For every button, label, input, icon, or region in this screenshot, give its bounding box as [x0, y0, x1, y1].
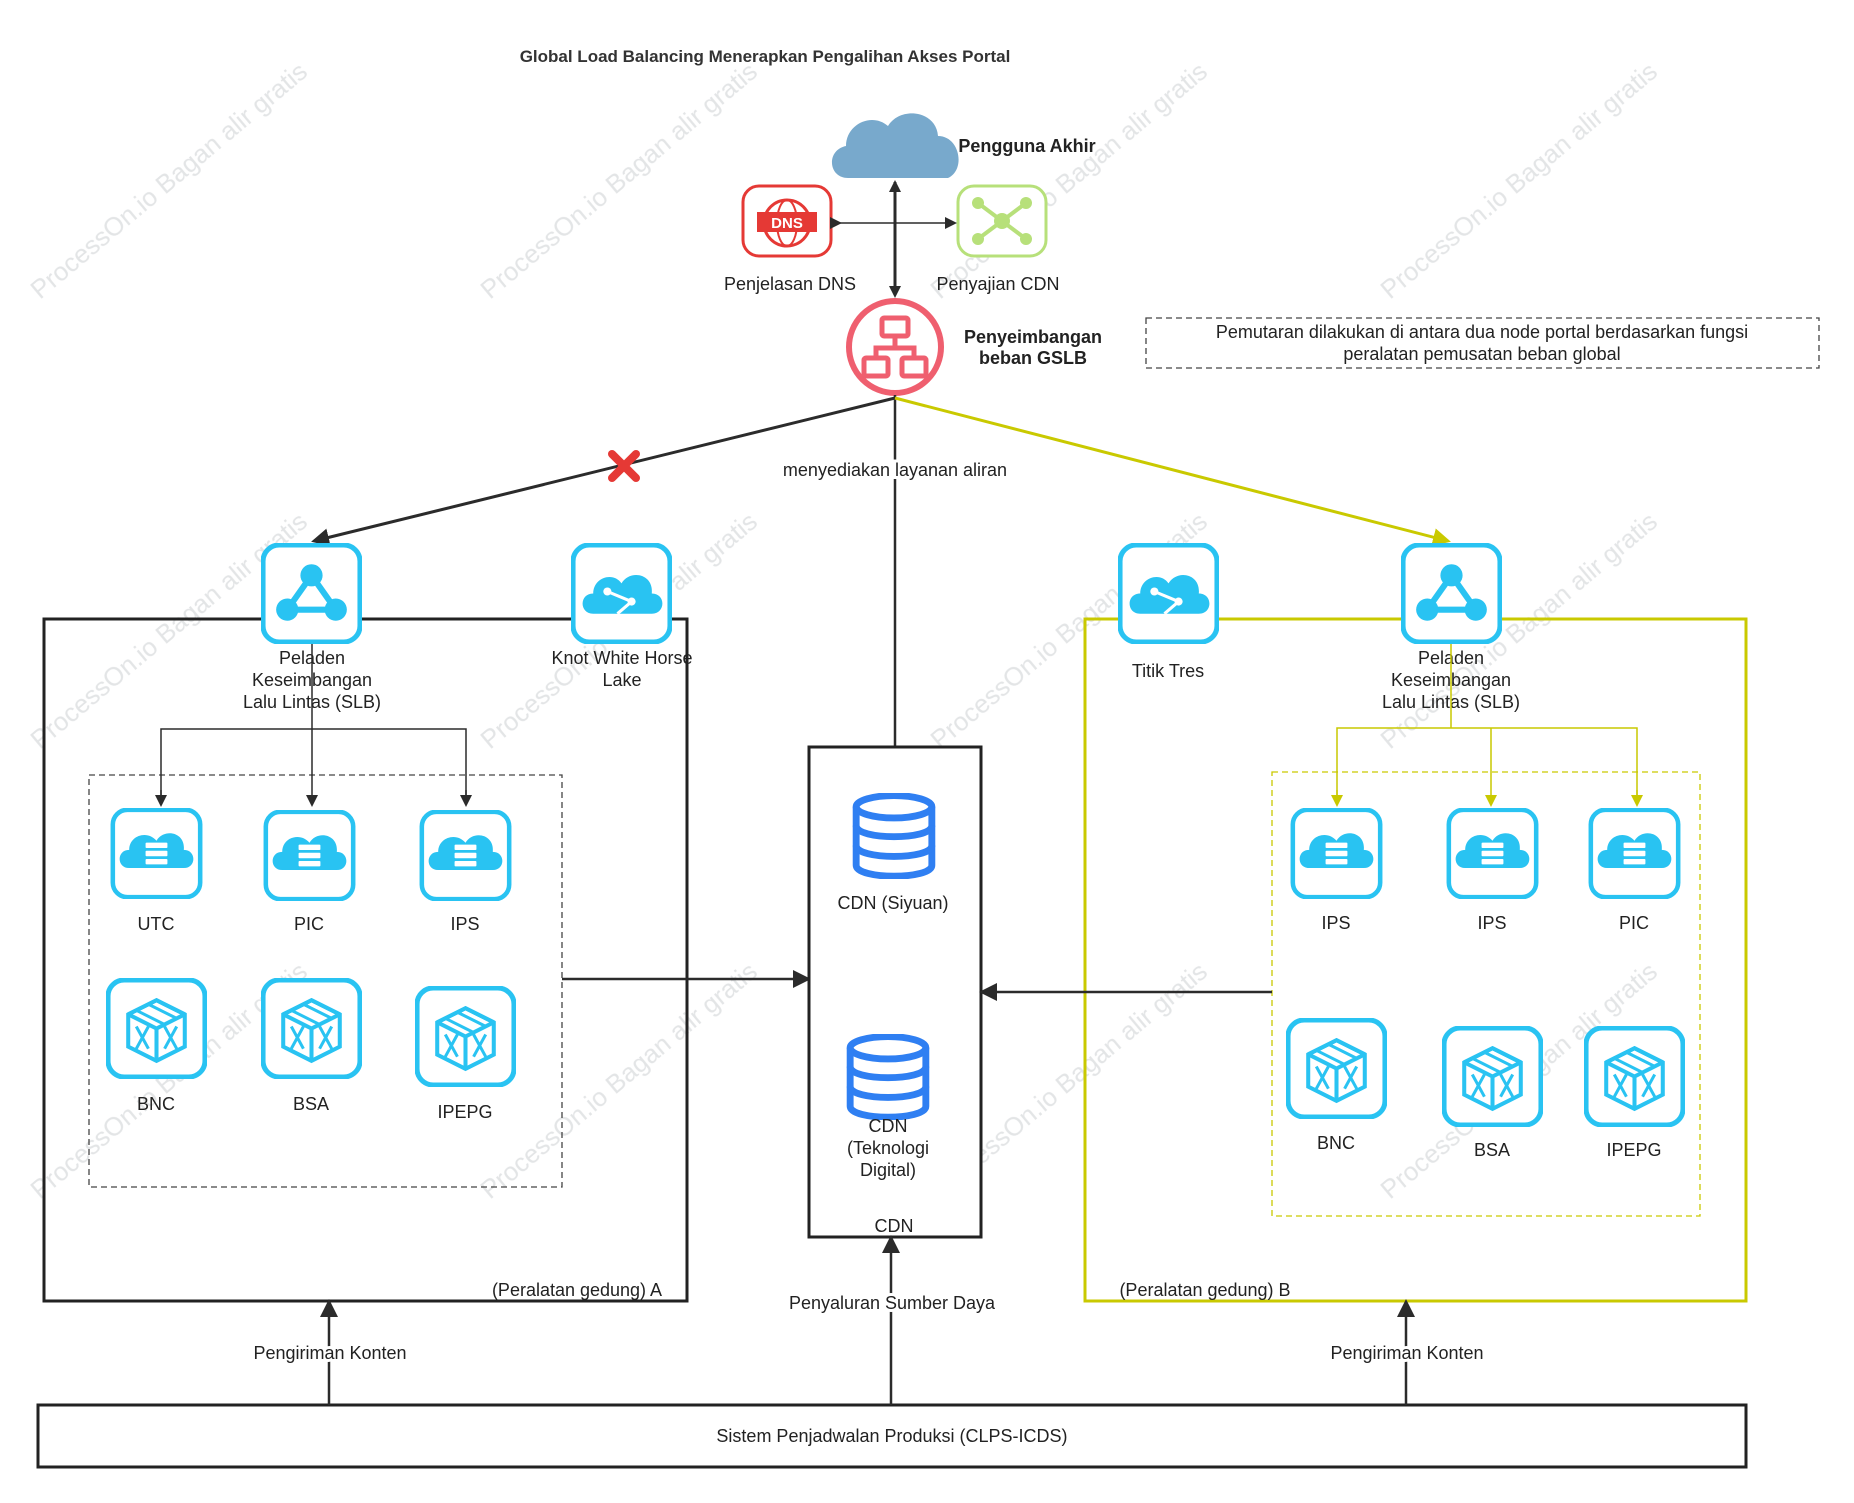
ipepg-box-icon-a [417, 988, 514, 1085]
gslb-label-1: Penyeimbangan [964, 327, 1102, 347]
cdn-service-icon [956, 184, 1048, 258]
stream-label: menyediakan layanan aliran [783, 460, 1007, 480]
titik-label: Titik Tres [1132, 661, 1204, 681]
bnc-label-b: BNC [1317, 1133, 1355, 1153]
note-line-1: Pemutaran dilakukan di antara dua node p… [1216, 322, 1748, 342]
pic-label-a: PIC [294, 914, 324, 934]
titik-cloud-icon [1120, 545, 1217, 642]
knot-label-2: Lake [602, 670, 641, 690]
ips-label-b1: IPS [1321, 913, 1350, 933]
ips-server-icon-a [422, 812, 509, 899]
diagram-title: Global Load Balancing Menerapkan Pengali… [520, 47, 1011, 66]
ips-label-a: IPS [450, 914, 479, 934]
production-system-label: Sistem Penjadwalan Produksi (CLPS-ICDS) [716, 1426, 1067, 1446]
watermark-text: ProcessOn.io Bagan alir gratis [1375, 56, 1663, 305]
failed-x-icon [608, 450, 640, 482]
ips-server-icon-b1 [1293, 810, 1380, 897]
pic-server-icon-b [1591, 810, 1678, 897]
bsa-box-icon-b [1444, 1028, 1541, 1125]
ipepg-label-a: IPEPG [437, 1102, 492, 1122]
bnc-box-icon-a [108, 980, 205, 1077]
building-a-cluster [88, 774, 563, 1188]
slb-b-icon [1403, 545, 1500, 642]
knot-label-1: Knot White Horse [551, 648, 692, 668]
slb-a-distribution [155, 644, 472, 807]
cdn-siyuan-label: CDN (Siyuan) [837, 893, 948, 913]
delivery-left-label: Pengiriman Konten [253, 1343, 406, 1363]
end-user-cloud-icon [831, 113, 959, 178]
end-user-label: Pengguna Akhir [958, 136, 1095, 156]
ips-server-icon-b2 [1449, 810, 1536, 897]
cdn-box-label: CDN [875, 1216, 914, 1236]
pic-label-b: PIC [1619, 913, 1649, 933]
delivery-right-label: Pengiriman Konten [1330, 1343, 1483, 1363]
gslb-label-2: beban GSLB [979, 348, 1087, 368]
cdn-box [807, 745, 983, 1239]
watermark-text: ProcessOn.io Bagan alir gratis [925, 56, 1213, 305]
ipepg-box-icon-b [1586, 1028, 1683, 1125]
gslb-to-slb-b-arrow [894, 396, 1451, 546]
bsa-label-a: BSA [293, 1094, 329, 1114]
watermark-text: ProcessOn.io Bagan alir gratis [475, 956, 763, 1205]
bnc-box-icon-b [1288, 1020, 1385, 1117]
dns-label: Penjelasan DNS [724, 274, 856, 294]
note-line-2: peralatan pemusatan beban global [1343, 344, 1620, 364]
slb-b-distribution [1331, 644, 1643, 807]
knot-cloud-icon [573, 545, 670, 642]
ips-label-b2: IPS [1477, 913, 1506, 933]
cdn-digital-label-3: Digital) [860, 1160, 916, 1180]
cdn-digital-label-2: (Teknologi [847, 1138, 929, 1158]
watermark-text: ProcessOn.io Bagan alir gratis [475, 56, 763, 305]
cdn-service-label: Penyajian CDN [936, 274, 1059, 294]
resource-label: Penyaluran Sumber Daya [789, 1293, 996, 1313]
utc-label: UTC [138, 914, 175, 934]
building-a-label: (Peralatan gedung) A [492, 1280, 662, 1300]
building-b-label: (Peralatan gedung) B [1119, 1280, 1290, 1300]
bnc-label-a: BNC [137, 1094, 175, 1114]
bsa-label-b: BSA [1474, 1140, 1510, 1160]
dns-logo-text: DNS [771, 215, 803, 232]
slb-a-icon [263, 545, 360, 642]
watermark-text: ProcessOn.io Bagan alir gratis [25, 56, 313, 305]
bsa-box-icon-a [263, 980, 360, 1077]
pic-server-icon-a [266, 812, 353, 899]
building-a-box [42, 617, 689, 1303]
gslb-icon [846, 298, 944, 396]
dns-icon: DNS [741, 184, 833, 258]
cdn-digital-label-1: CDN [869, 1116, 908, 1136]
utc-server-icon [113, 810, 200, 897]
ipepg-label-b: IPEPG [1606, 1140, 1661, 1160]
note-box [1145, 317, 1820, 369]
building-b-cluster [1271, 771, 1701, 1217]
gslb-to-slb-a-arrow [311, 396, 896, 547]
